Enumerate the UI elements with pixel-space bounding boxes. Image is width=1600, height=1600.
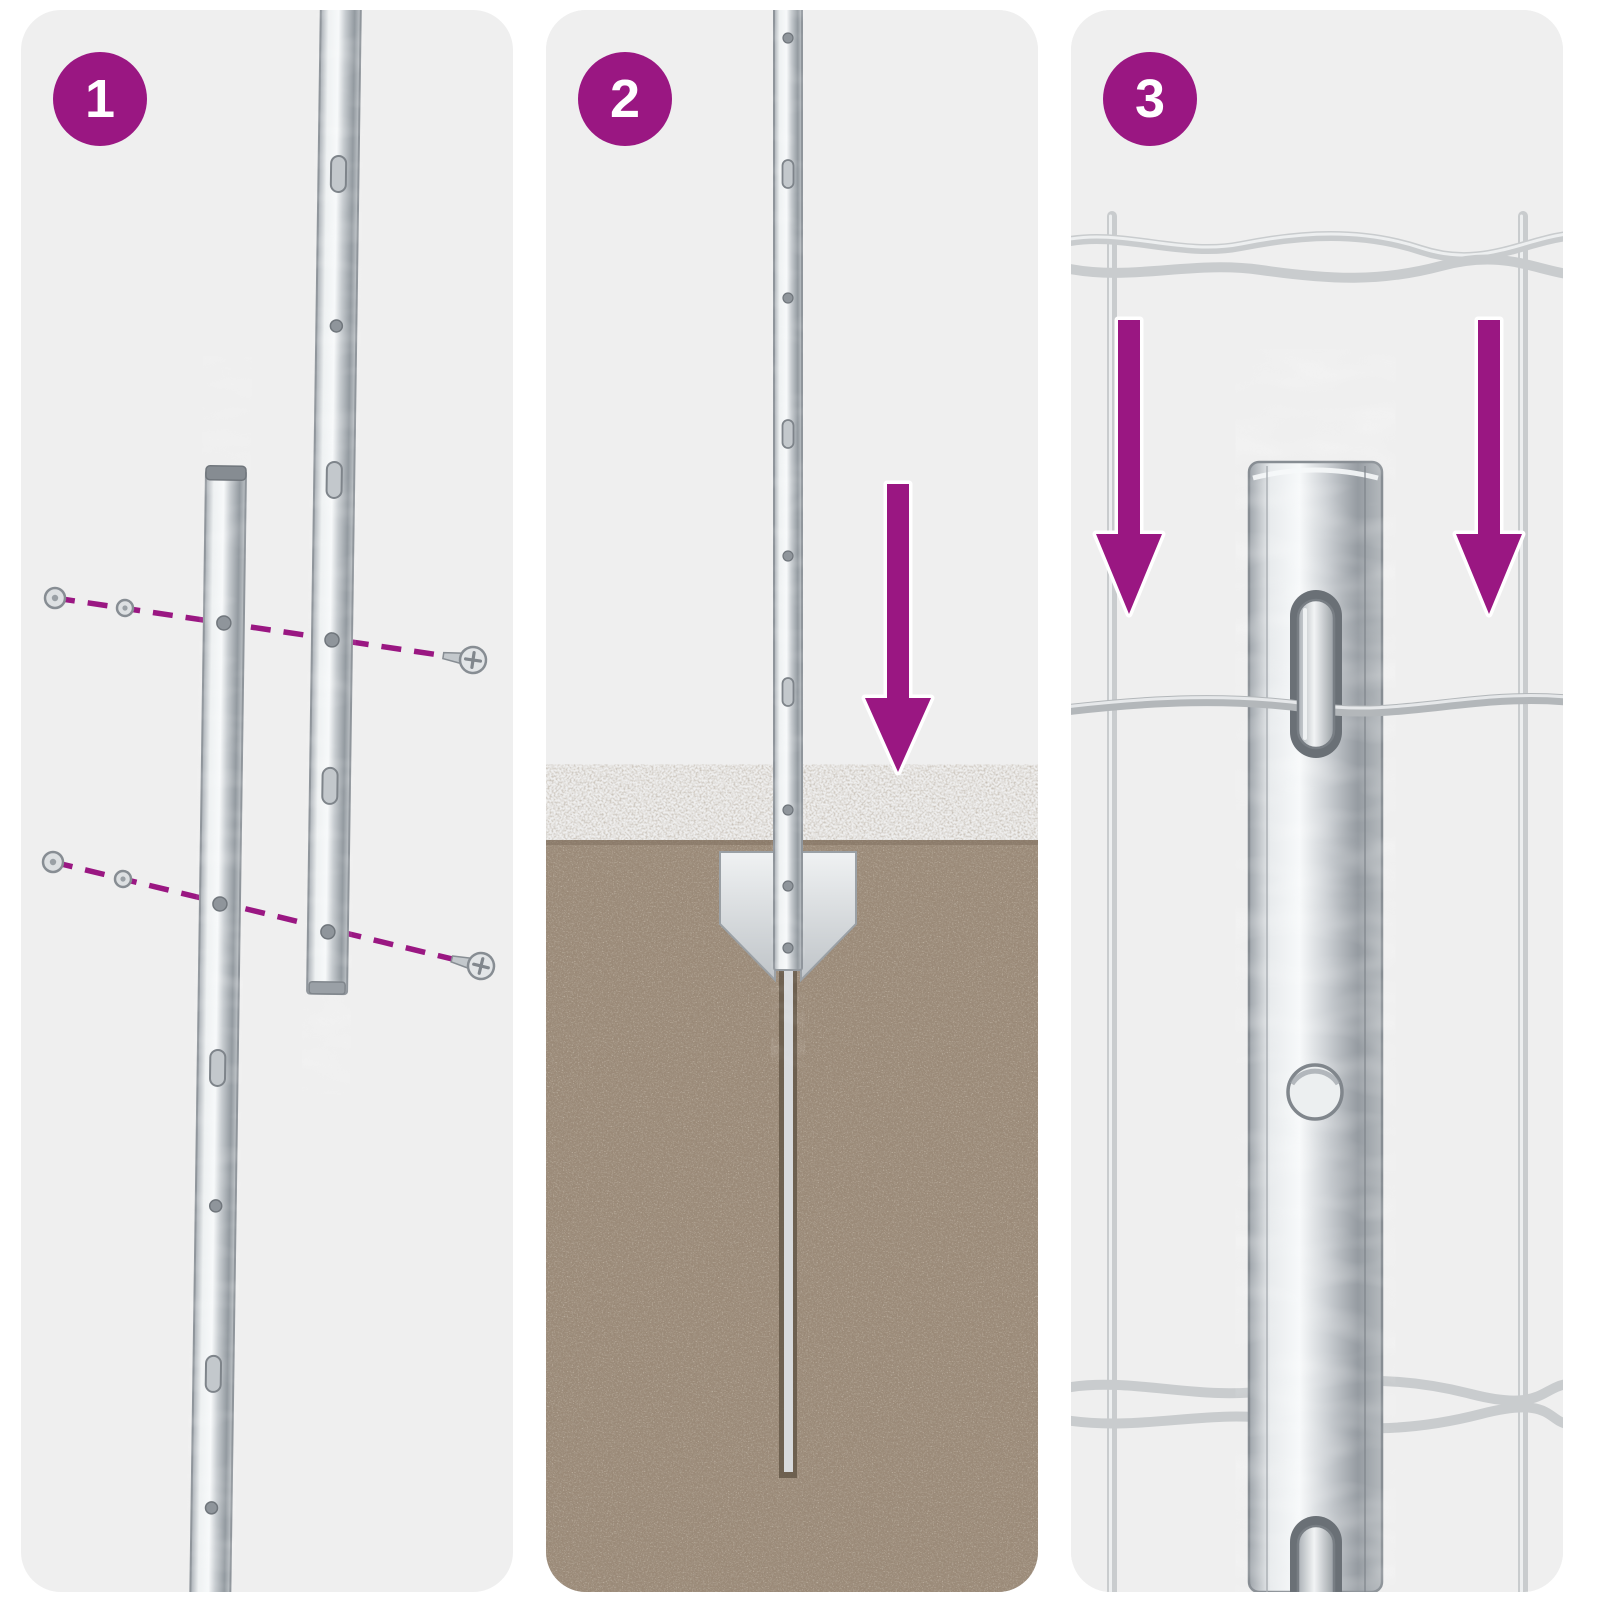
post-slots <box>321 154 348 805</box>
post-section-front <box>189 465 247 1592</box>
step-2-illustration <box>546 10 1038 1592</box>
wire-mesh <box>1071 211 1563 1592</box>
screw-alignment-dashed-lines <box>52 595 482 969</box>
down-arrow-icon-left <box>1092 316 1166 618</box>
screw-icon-upper <box>442 645 488 675</box>
down-arrow-icon-right <box>1452 316 1526 618</box>
fence-post <box>773 10 803 971</box>
post-underground <box>779 966 797 1478</box>
fence-post-closeup <box>1247 460 1384 1592</box>
step-2-badge: 2 <box>578 52 672 146</box>
post-section-rear <box>306 10 362 996</box>
step-3-badge: 3 <box>1103 52 1197 146</box>
post-slots <box>204 1048 227 1393</box>
screw-heads-left <box>41 586 135 889</box>
step-1-badge: 1 <box>53 52 147 146</box>
step-1-illustration <box>41 10 496 1592</box>
hook-tab-bottom <box>1290 1516 1342 1592</box>
step-3-illustration <box>1071 10 1563 1592</box>
step-3-number: 3 <box>1134 69 1166 129</box>
post-holes <box>782 32 794 954</box>
down-arrow-icon <box>861 480 935 776</box>
ground-anchor-plate <box>719 851 857 983</box>
post-slots <box>781 159 795 707</box>
step-1-panel: 1 <box>21 10 513 1592</box>
step-2-number: 2 <box>609 69 641 129</box>
down-arrows <box>1092 316 1526 618</box>
step-1-number: 1 <box>84 69 116 129</box>
screw-icon-lower <box>450 951 496 981</box>
step-2-panel: 2 <box>546 10 1038 1592</box>
post-holes <box>320 319 344 940</box>
hook-tab <box>1296 598 1336 750</box>
post-holes <box>204 615 232 1515</box>
step-3-panel: 3 <box>1071 10 1563 1592</box>
post-hole <box>1286 1063 1344 1121</box>
